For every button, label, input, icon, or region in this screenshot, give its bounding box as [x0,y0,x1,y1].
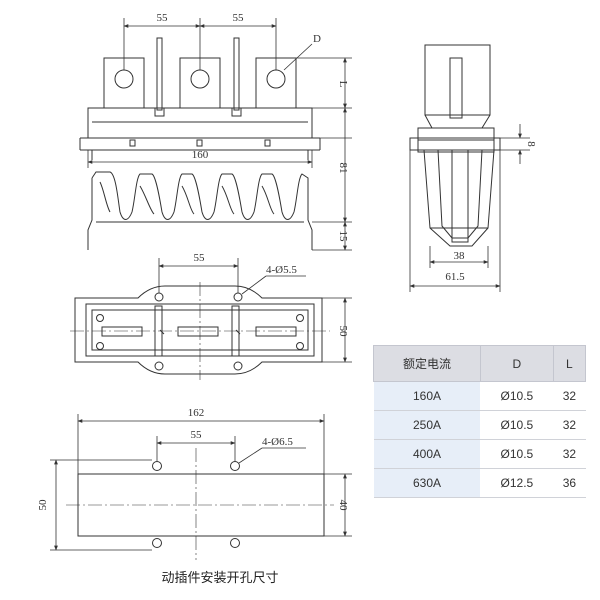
side-view-dimensions [409,124,530,292]
cell-d: Ø12.5 [480,468,554,498]
plan-hole-br [233,361,243,371]
dim-cut-162: 162 [188,407,205,419]
table-header-row: 额定电流 D L [373,345,587,382]
dim-side-38: 38 [454,250,466,262]
plan-view [70,282,330,380]
side-view [409,44,501,247]
dim-side-61-5: 61.5 [445,271,465,283]
plan-slot-left [101,326,143,337]
terminal-hole-left [114,69,134,89]
terminal-hole-right [266,69,286,89]
plan-hole-bl [154,361,164,371]
cell-l: 32 [553,381,586,411]
dim-plan-50: 50 [337,326,349,338]
cell-current: 160A [373,381,481,411]
plan-slot-center [177,326,219,337]
front-view [79,37,321,250]
side-terminal [424,44,491,116]
cell-d: Ø10.5 [480,381,554,411]
spec-table: 额定电流 D L 160A Ø10.5 32 250A Ø10.5 32 400… [373,345,587,498]
cut-hole-tl [152,461,162,471]
cutout-view [66,448,334,560]
cut-hole-br [230,538,240,548]
cut-hole-bl [152,538,162,548]
cut-hole-tr [230,461,240,471]
dim-cut-40: 40 [337,500,349,512]
dim-side-8: 8 [525,141,537,147]
plan-hole-tr [233,292,243,302]
dim-width-160: 160 [192,149,209,161]
cell-l: 32 [553,410,586,440]
side-contact-body [423,149,495,247]
plan-slot-right [255,326,297,337]
spring-contacts [91,171,313,250]
cell-l: 36 [553,468,586,498]
table-row: 630A Ø12.5 36 [373,468,586,498]
pin-left [156,37,163,111]
cell-current: 400A [373,439,481,469]
table-row: 250A Ø10.5 32 [373,410,586,440]
plan-flange [74,285,323,375]
cell-current: 250A [373,410,481,440]
plan-view-dimensions [158,258,352,363]
dim-d-label: D [313,33,321,45]
cutout-dimensions [50,414,352,551]
header-l: L [552,345,587,382]
cell-d: Ø10.5 [480,410,554,440]
pin-right [233,37,240,111]
dim-pitch-2: 55 [233,12,245,24]
dim-height-15: 15 [337,231,349,243]
table-row: 160A Ø10.5 32 [373,381,586,411]
table-row: 400A Ø10.5 32 [373,439,586,469]
housing-top [87,107,313,139]
plan-hole-tl [154,292,164,302]
dim-plan-pitch: 55 [194,252,206,264]
front-view-dimensions [87,18,352,251]
header-rated-current: 额定电流 [373,345,481,382]
header-d: D [479,345,554,382]
dim-cut-holes: 4-Ø6.5 [262,436,293,448]
dim-cut-pitch: 55 [191,429,203,441]
cell-current: 630A [373,468,481,498]
dim-height-81: 81 [337,163,349,174]
dim-l-label: L [337,81,349,88]
cell-d: Ø10.5 [480,439,554,469]
terminal-hole-center [190,69,210,89]
dim-pitch-1: 55 [157,12,169,24]
cell-l: 32 [553,439,586,469]
dim-plan-holes: 4-Ø5.5 [266,264,297,276]
drawing-caption: 动插件安装开孔尺寸 [161,571,279,586]
dim-cut-50: 50 [37,499,49,511]
